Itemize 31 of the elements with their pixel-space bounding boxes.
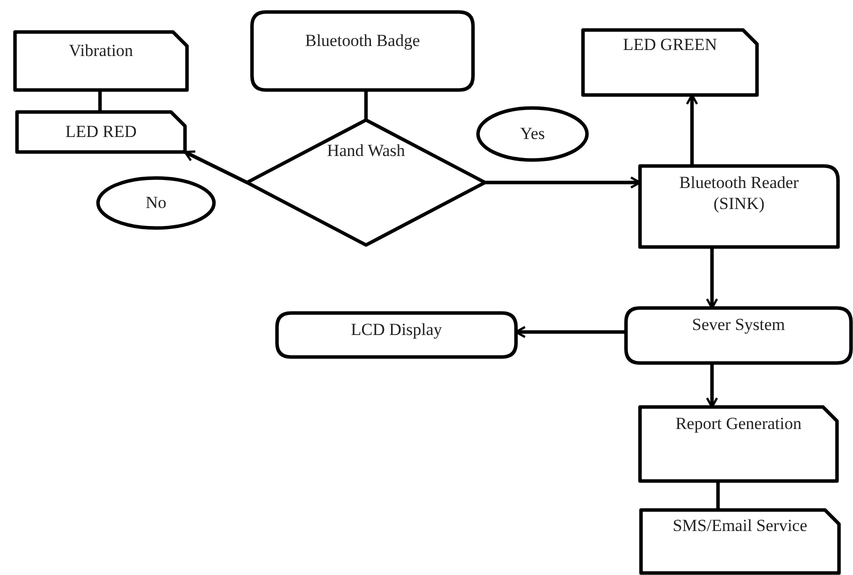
answer-ellipse <box>98 178 214 228</box>
node-label: Report Generation <box>674 413 803 434</box>
rounded-box <box>277 313 516 357</box>
node-label: Yes <box>519 123 546 144</box>
arrow <box>184 150 248 184</box>
process-box <box>640 407 837 481</box>
node-label: Bluetooth Badge <box>304 30 421 51</box>
node-label: LED RED <box>64 121 138 142</box>
decision-diamond <box>247 120 485 245</box>
process-box <box>15 32 187 90</box>
node-label: SMS/Email Service <box>672 515 808 536</box>
node-label: Hand Wash <box>326 140 406 161</box>
process-box <box>17 112 185 152</box>
node-label: Vibration <box>68 40 134 61</box>
process-box <box>640 166 838 247</box>
node-label: No <box>144 192 168 213</box>
node-label: LED GREEN <box>622 34 718 55</box>
arrow <box>485 176 642 189</box>
arrow <box>706 363 718 408</box>
rounded-box <box>252 12 473 90</box>
process-box <box>583 30 757 95</box>
node-label: LCD Display <box>350 319 444 340</box>
connector-line <box>364 90 368 120</box>
answer-ellipse <box>478 108 587 160</box>
arrow <box>706 247 718 310</box>
process-box <box>641 510 839 573</box>
connector-line <box>716 481 720 510</box>
connector-line <box>98 90 102 112</box>
node-label: Bluetooth Reader (SINK) <box>678 172 800 214</box>
node-label: Sever System <box>690 314 786 335</box>
rounded-box <box>626 308 851 363</box>
